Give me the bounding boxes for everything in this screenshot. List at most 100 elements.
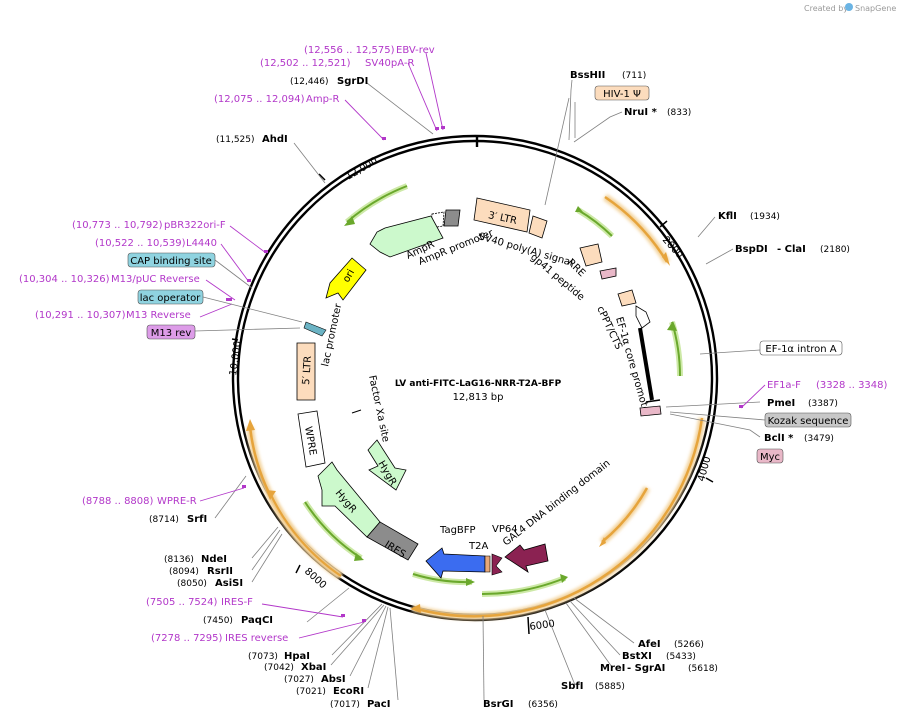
cap-label: CAP binding site xyxy=(130,256,212,267)
site-pos-bsrgi: (6356) xyxy=(528,700,558,710)
primer-range-m13-reverse: (10,291 .. 10,307) xyxy=(35,310,126,321)
site-pos-xbai: (7042) xyxy=(264,663,294,673)
ef1a-shape xyxy=(638,327,654,401)
primer-name-ebv-rev: EBV-rev xyxy=(396,45,435,56)
site-pos-rsrii: (8094) xyxy=(169,567,199,577)
ltr3-small-shape xyxy=(528,215,548,239)
site-name-nrui: NruI * xyxy=(624,107,658,118)
primer-name-amp-r: Amp-R xyxy=(306,94,340,105)
primer-name-ires-reverse: IRES reverse xyxy=(225,633,288,644)
tagbfp-shape xyxy=(425,547,486,579)
hygr-small-shape xyxy=(367,439,407,491)
primer-range-l4440: (10,522 .. 10,539) xyxy=(95,238,186,249)
gp41-shape xyxy=(599,267,617,280)
primer-range-ires-reverse: (7278 .. 7295) xyxy=(151,633,223,644)
site-name-sgrdi: SgrDI xyxy=(337,76,368,87)
primer-leader-lines xyxy=(199,52,766,639)
primer-name-ef1a-f: EF1a-F xyxy=(767,380,801,391)
site-pos-afei: (5266) xyxy=(674,640,704,650)
primer-range-wpre-r: (8788 .. 8808) xyxy=(82,496,154,507)
gal4-label: GAL4 DNA binding domain xyxy=(501,458,612,548)
site-pos-paci: (7017) xyxy=(330,700,360,710)
site-pos-nrui: (833) xyxy=(667,108,691,118)
vp64-label: VP64 xyxy=(492,524,518,535)
lac-operator-box xyxy=(137,289,204,305)
site-pos-ndei: (8136) xyxy=(164,555,194,565)
outer-green-arcs xyxy=(302,183,683,598)
tick-label-10000: 10,000 xyxy=(228,340,244,376)
primer-range-pbr322ori-f: (10,773 .. 10,792) xyxy=(72,220,163,231)
kozak-box xyxy=(764,412,852,428)
primer-name-wpre-r: WPRE-R xyxy=(157,496,197,507)
site-name-absi: AbsI xyxy=(321,674,346,685)
primer-name-ires-f: IRES-F xyxy=(221,597,253,608)
myc-box xyxy=(756,448,784,464)
wpre-label: WPRE xyxy=(302,426,318,457)
primer-name-pbr322ori-f: pBR322ori-F xyxy=(164,220,226,231)
primer-range-amp-r: (12,075 .. 12,094) xyxy=(214,94,305,105)
site-name-ahdi: AhdI xyxy=(262,134,288,145)
site-pos-sgrdi: (12,446) xyxy=(290,77,329,87)
primer-range-sv40pa-r: (12,502 .. 12,521) xyxy=(260,58,351,69)
sv40-label: SV40 poly(A) signal xyxy=(477,231,574,268)
t2a-shape xyxy=(484,555,491,573)
site-pos-bspdi: (2180) xyxy=(820,245,850,255)
vp64-shape xyxy=(491,553,503,576)
site-name-bsshii: BssHII xyxy=(570,70,605,81)
tick-label-6000: 6000 xyxy=(529,619,556,633)
lac-promoter-label: lac promoter xyxy=(320,302,344,368)
plasmid-length: 12,813 bp xyxy=(453,392,504,403)
restriction-sites: BssHII (711) NruI * (833) KflI (1934) Bs… xyxy=(149,70,850,710)
site-name-bcli: BclI * xyxy=(764,433,794,444)
site-pos-sbfi: (5885) xyxy=(595,682,625,692)
t2a-label: T2A xyxy=(468,541,488,552)
site-name-pmei: PmeI xyxy=(767,398,795,409)
ef1a-intron-label: EF-1α intron A xyxy=(765,344,836,355)
primers: EBV-rev (12,556 .. 12,575) SV40pA-R (12,… xyxy=(19,45,888,644)
site-name-rsrii: RsrII xyxy=(207,566,233,577)
plasmid-name: LV anti-FITC-LaG16-NRR-T2A-BFP xyxy=(395,379,562,389)
tick-label-12000: 12,000 xyxy=(344,156,380,183)
ires-shape xyxy=(366,521,419,561)
rre-shape xyxy=(579,243,603,267)
site-name-paci: PacI xyxy=(367,699,390,710)
site-pos-absi: (7027) xyxy=(284,675,314,685)
site-extra-clai: - ClaI xyxy=(777,244,806,255)
primer-name-m13puc-reverse: M13/pUC Reverse xyxy=(111,274,200,285)
lac-promoter-shape xyxy=(303,321,327,337)
ampr-shape xyxy=(369,215,444,258)
site-pos-ecori: (7021) xyxy=(296,687,326,697)
primer-range-ires-f: (7505 .. 7524) xyxy=(146,597,218,608)
ef1a-intron-box xyxy=(759,340,843,356)
site-pos-ahdi: (11,525) xyxy=(216,135,255,145)
m13rev-box xyxy=(146,324,196,340)
primer-name-m13-reverse: M13 Reverse xyxy=(126,310,191,321)
primer-range-ebv-rev: (12,556 .. 12,575) xyxy=(304,45,395,56)
site-name-bspdi: BspDI xyxy=(735,244,768,255)
site-pos-paqci: (7450) xyxy=(203,616,233,626)
tagbfp-label: TagBFP xyxy=(439,525,476,536)
site-name-ecori: EcoRI xyxy=(333,686,364,697)
hiv-box xyxy=(594,85,650,101)
ori-shape xyxy=(325,257,367,301)
primer-range-m13puc-reverse: (10,304 .. 10,326) xyxy=(19,274,110,285)
tick-label-8000: 8000 xyxy=(302,566,328,591)
factor-xa-label: Factor Xa site xyxy=(366,374,391,443)
site-name-mrei: MreI xyxy=(600,663,625,674)
ltr5-shape xyxy=(296,342,316,401)
site-pos-bsshii: (711) xyxy=(622,71,646,81)
sv40-block xyxy=(443,209,461,227)
wpre-shape xyxy=(297,410,326,468)
gal4-shape xyxy=(504,543,549,573)
site-pos-srfi: (8714) xyxy=(149,515,179,525)
site-name-xbai: XbaI xyxy=(301,662,326,673)
site-leader-lines xyxy=(214,79,761,701)
lac-operator-label: lac operator xyxy=(140,293,201,304)
primer-name-l4440: L4440 xyxy=(186,238,217,249)
site-pos-pmei: (3387) xyxy=(808,399,838,409)
site-name-sbfi: SbfI xyxy=(561,681,583,692)
site-name-kfli: KflI xyxy=(718,211,737,222)
site-name-afei: AfeI xyxy=(638,639,661,650)
primer-name-sv40pa-r: SV40pA-R xyxy=(365,58,414,69)
